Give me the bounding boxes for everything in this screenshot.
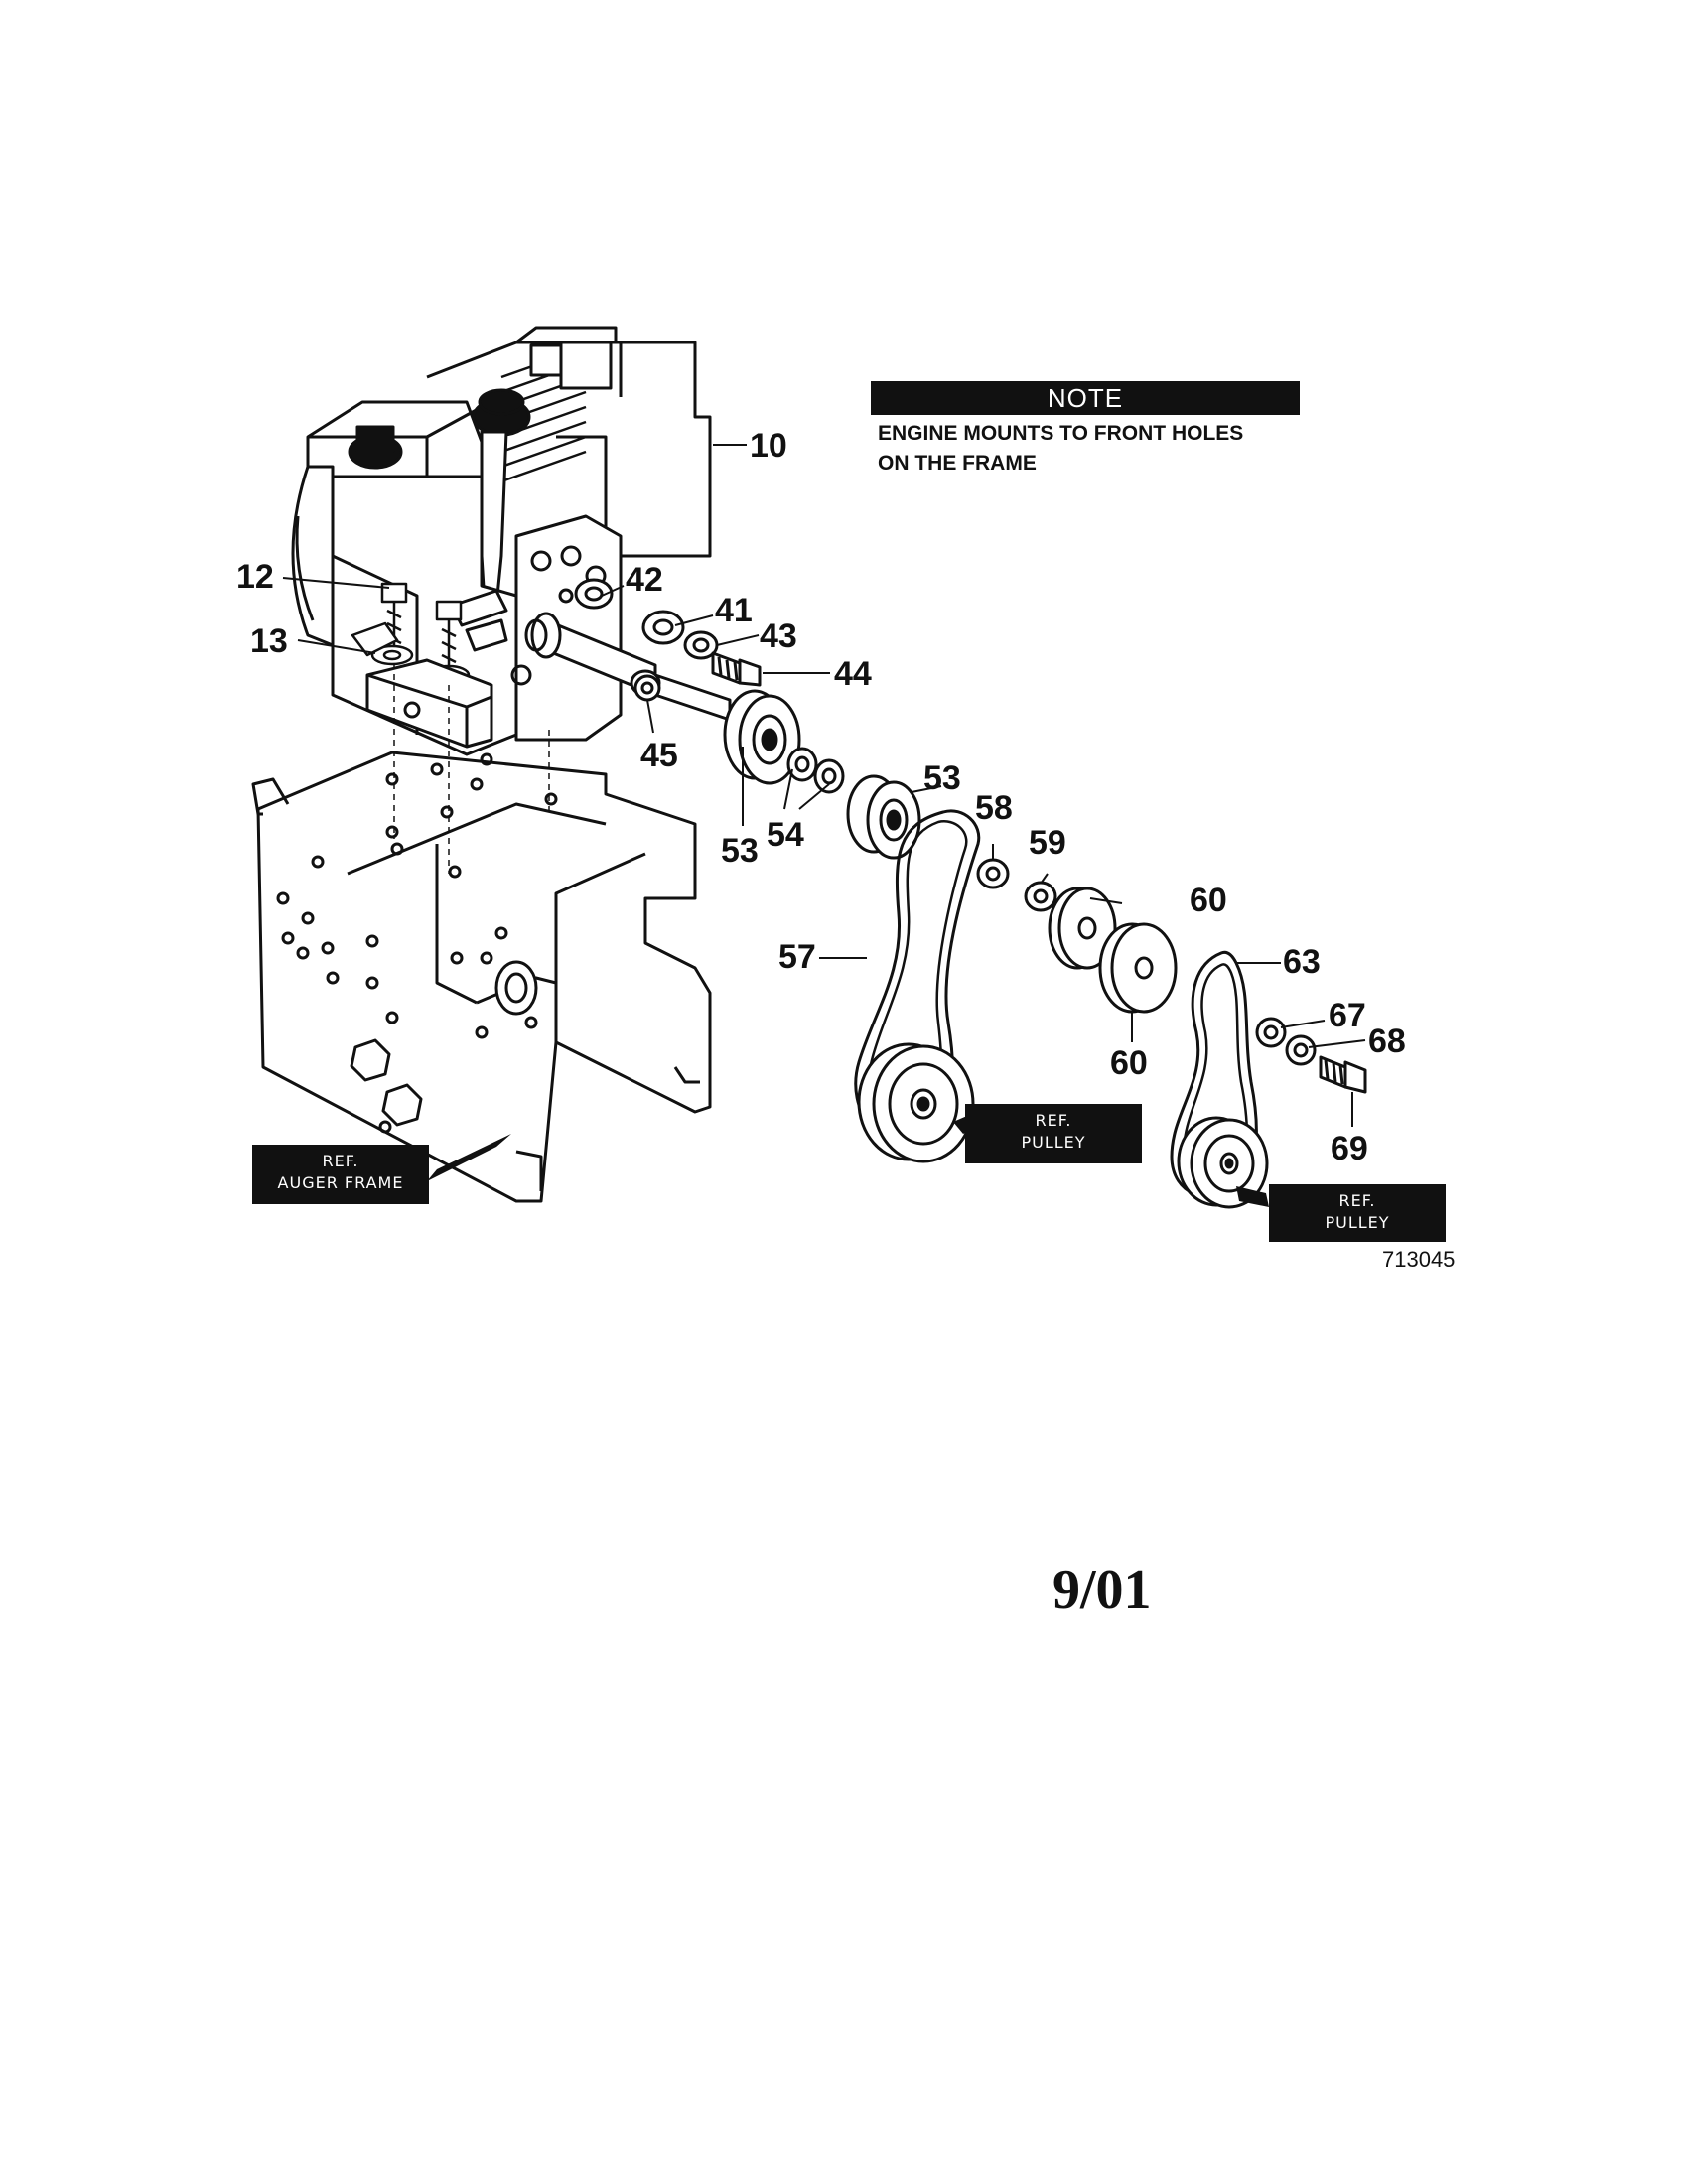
washers-54 (786, 747, 845, 794)
washer-group-top (574, 578, 762, 722)
part-number-12: 12 (236, 558, 274, 596)
part-number-44: 44 (834, 655, 872, 693)
part-number-63: 63 (1283, 943, 1321, 981)
ref-pulley-1-line-1: REF. (1035, 1111, 1072, 1130)
ref-auger-frame-line-1: REF. (322, 1152, 359, 1170)
spacer-block (365, 658, 493, 749)
belt-57 (854, 809, 981, 1163)
part-number-58: 58 (975, 789, 1013, 827)
ref-auger-frame-box: REF. AUGER FRAME (252, 1145, 429, 1204)
belt-63 (1170, 950, 1269, 1209)
ref-pulley-2-line-1: REF. (1338, 1191, 1376, 1210)
auger-frame-drawing (251, 751, 712, 1203)
alignment-lines (393, 663, 550, 874)
part-number-43: 43 (760, 617, 797, 655)
part-number-45: 45 (640, 737, 678, 774)
part-number-59: 59 (1029, 824, 1066, 862)
pulley-53-first (723, 689, 801, 785)
part-number-57: 57 (778, 938, 816, 976)
washers-58-59 (976, 858, 1057, 912)
part-number-54: 54 (767, 816, 804, 854)
pulley-53-second (846, 774, 921, 860)
part-number-69: 69 (1331, 1130, 1368, 1167)
note-line-1: ENGINE MOUNTS TO FRONT HOLES (878, 422, 1244, 445)
part-number-41: 41 (715, 592, 753, 629)
part-number-13: 13 (250, 622, 288, 660)
note-line-2: ON THE FRAME (878, 452, 1037, 475)
diagram-id: 713045 (1382, 1247, 1456, 1272)
note-title-box: NOTE (871, 381, 1300, 415)
part-number-10: 10 (750, 427, 787, 465)
ref-pulley-1-line-2: PULLEY (1021, 1133, 1086, 1152)
part-number-53-upper: 53 (923, 759, 961, 797)
note-text: ENGINE MOUNTS TO FRONT HOLES ON THE FRAM… (878, 419, 1334, 478)
ref-pulley-box-1: REF. PULLEY (965, 1104, 1142, 1163)
part-number-60-lower: 60 (1110, 1044, 1148, 1082)
ref-arrows (427, 1107, 1269, 1207)
ref-pulley-box-2: REF. PULLEY (1269, 1184, 1446, 1242)
ref-pulley-2-line-2: PULLEY (1325, 1213, 1390, 1232)
leader-lines (282, 444, 1366, 1127)
pulley-halves-60 (1048, 887, 1178, 1014)
part-number-42: 42 (626, 561, 663, 599)
note-title: NOTE (1047, 383, 1124, 413)
part-number-67: 67 (1329, 997, 1366, 1034)
washers-67-68-bolt-69 (1255, 1017, 1367, 1094)
part-number-60-upper: 60 (1190, 882, 1227, 919)
part-number-68: 68 (1368, 1023, 1406, 1060)
page-date: 9/01 (1052, 1560, 1152, 1621)
ref-auger-frame-line-2: AUGER FRAME (277, 1173, 404, 1192)
part-number-53-lower: 53 (721, 832, 759, 870)
